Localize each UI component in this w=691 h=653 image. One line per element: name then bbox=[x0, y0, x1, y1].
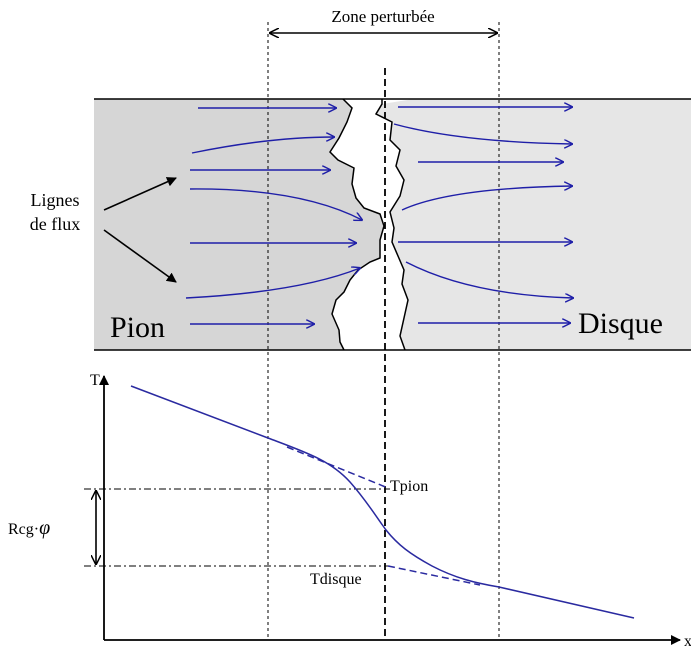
rcg-label: Rcg·φ bbox=[8, 517, 50, 539]
flux-lines-disque bbox=[393, 107, 573, 323]
lignes-pointer-up bbox=[103, 177, 177, 211]
flux-line bbox=[401, 186, 572, 211]
flux-line bbox=[393, 123, 572, 144]
flux-line bbox=[185, 268, 360, 299]
pion-region bbox=[94, 99, 384, 350]
lignes-label-line2: de flux bbox=[30, 214, 80, 234]
zone-perturbee-label: Zone perturbée bbox=[331, 7, 434, 26]
disque-label: Disque bbox=[578, 307, 663, 340]
tdisque-extrapolation bbox=[387, 565, 481, 586]
pion-label: Pion bbox=[110, 311, 165, 344]
flux-line bbox=[189, 188, 362, 220]
phi-symbol: φ bbox=[39, 517, 50, 539]
t-axis-label: T bbox=[90, 372, 100, 389]
flux-lines-pion bbox=[185, 108, 362, 324]
zone-label-bg bbox=[300, 4, 460, 26]
rcg-text: Rcg· bbox=[8, 521, 39, 538]
tdisque-label-bg bbox=[308, 568, 384, 588]
tpion-extrapolation bbox=[286, 446, 389, 489]
temperature-curve bbox=[130, 385, 635, 619]
flux-line bbox=[405, 261, 573, 298]
x-axis-label: x bbox=[684, 633, 691, 648]
disque-contact-profile bbox=[374, 99, 409, 351]
pion-contact-profile bbox=[329, 98, 385, 351]
lignes-label-line1: Lignes bbox=[31, 190, 80, 210]
tdisque-label: Tdisque bbox=[310, 571, 362, 588]
tpion-label: Tpion bbox=[390, 478, 428, 495]
flux-line bbox=[191, 137, 334, 154]
lignes-pointer-down bbox=[103, 229, 177, 283]
